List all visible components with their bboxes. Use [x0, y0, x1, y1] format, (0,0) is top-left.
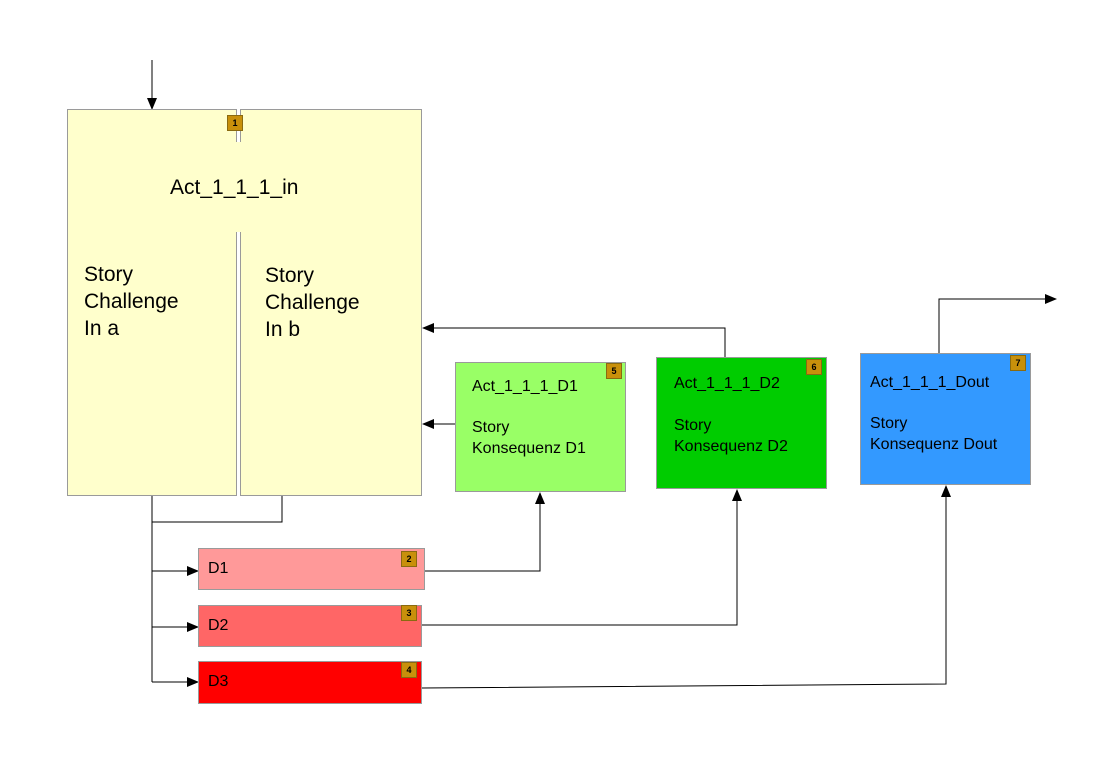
act-dout-box[interactable]: 7 Act_1_1_1_Dout Story Konsequenz Dout [860, 353, 1031, 485]
d3-to-act-dout-arrow [421, 485, 951, 689]
act-in-left-panel [67, 109, 237, 496]
act-in-to-bus-connector [151, 495, 283, 523]
act-in-title-band [235, 142, 243, 232]
d2-box[interactable]: D2 3 [198, 605, 422, 647]
act-dout-line2: Konsequenz Dout [870, 436, 998, 453]
d3-box[interactable]: D3 4 [198, 661, 422, 704]
act-in-badge: 1 [227, 115, 243, 131]
d1-label: D1 [208, 560, 229, 577]
right-line-1: Story [265, 264, 315, 287]
act-in-left-text: Story Challenge In a [84, 261, 179, 342]
right-line-2: Challenge [265, 291, 360, 314]
right-line-3: In b [265, 318, 301, 341]
left-line-3: In a [84, 317, 120, 340]
act-d2-title: Act_1_1_1_D2 [674, 375, 780, 392]
act-d1-box[interactable]: 5 Act_1_1_1_D1 Story Konsequenz D1 [455, 362, 626, 492]
d3-label: D3 [208, 673, 229, 690]
exit-arrow [938, 294, 1057, 353]
d3-badge: 4 [401, 662, 417, 678]
act-dout-badge: 7 [1010, 355, 1026, 371]
left-line-1: Story [84, 263, 134, 286]
act-in-right-panel [240, 109, 422, 496]
act-in-right-text: Story Challenge In b [265, 262, 360, 343]
act-d1-badge: 5 [606, 363, 622, 379]
act-d2-badge: 6 [806, 359, 822, 375]
act-d1-line2: Konsequenz D1 [472, 440, 586, 457]
d1-to-act-d1-arrow [425, 492, 545, 572]
d2-to-act-d2-arrow [422, 489, 742, 626]
act-d2-box[interactable]: 6 Act_1_1_1_D2 Story Konsequenz D2 [656, 357, 827, 489]
act-in-title: Act_1_1_1_in [170, 176, 299, 199]
act-in-box: 1 Act_1_1_1_in Story Challenge In a Stor… [67, 109, 422, 496]
act-d2-line1: Story [674, 417, 712, 434]
d2-label: D2 [208, 617, 229, 634]
act-d2-line2: Konsequenz D2 [674, 438, 788, 455]
d1-badge: 2 [401, 551, 417, 567]
d1-box[interactable]: D1 2 [198, 548, 425, 590]
act-dout-title: Act_1_1_1_Dout [870, 374, 990, 391]
d2-badge: 3 [401, 605, 417, 621]
left-line-2: Challenge [84, 290, 179, 313]
act-dout-line1: Story [870, 415, 908, 432]
act-d2-return-arrow [422, 323, 726, 357]
act-d1-line1: Story [472, 419, 510, 436]
act-d1-title: Act_1_1_1_D1 [472, 378, 578, 395]
